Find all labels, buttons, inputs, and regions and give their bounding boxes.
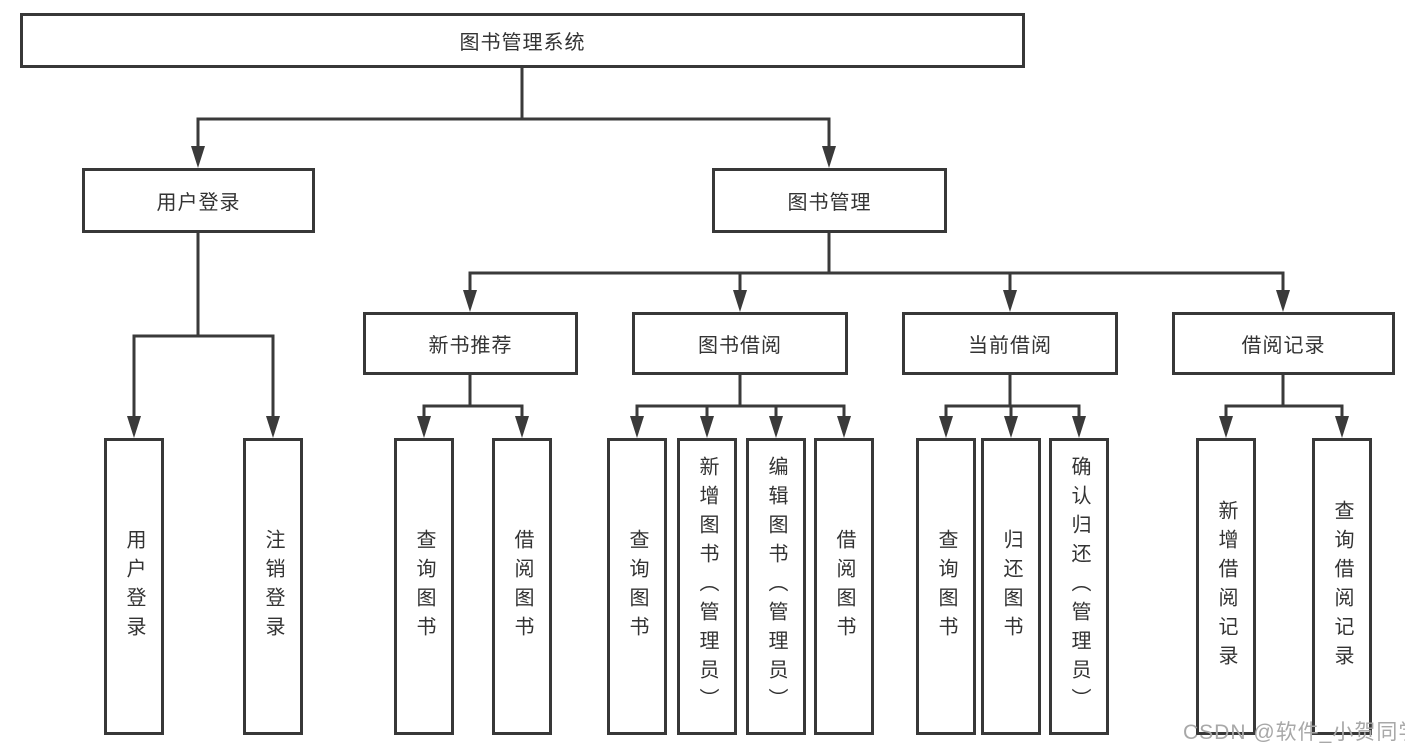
leaf-label: 用户登录: [123, 528, 145, 645]
leaf-label: 查询图书: [935, 528, 957, 645]
leaf-label: 借阅图书: [833, 528, 855, 645]
leaf-label: 查询图书: [413, 528, 435, 645]
leaf-query-books-current: 查询图书: [916, 438, 976, 735]
leaf-add-books-admin: 新增图书（管理员）: [677, 438, 737, 735]
node-root: 图书管理系统: [20, 13, 1025, 68]
node-book-borrow-label: 图书借阅: [698, 335, 782, 357]
node-new-book-recommend-label: 新书推荐: [428, 335, 513, 357]
leaf-label: 查询借阅记录: [1331, 499, 1353, 674]
node-book-borrow: 图书借阅: [632, 312, 848, 375]
node-book-management-label: 图书管理: [787, 192, 872, 214]
node-new-book-recommend: 新书推荐: [363, 312, 578, 375]
node-current-borrow-label: 当前借阅: [968, 335, 1052, 357]
leaf-edit-books-admin: 编辑图书（管理员）: [746, 438, 806, 735]
node-root-label: 图书管理系统: [459, 32, 586, 54]
node-book-management: 图书管理: [712, 168, 947, 233]
leaf-logout: 注销登录: [243, 438, 303, 735]
leaf-query-books-borrow: 查询图书: [607, 438, 667, 735]
leaf-label: 新增借阅记录: [1215, 499, 1237, 674]
node-user-login: 用户登录: [82, 168, 315, 233]
node-current-borrow: 当前借阅: [902, 312, 1118, 375]
leaf-label: 编辑图书（管理员）: [765, 456, 787, 717]
leaf-add-borrow-record: 新增借阅记录: [1196, 438, 1256, 735]
leaf-label: 归还图书: [1000, 528, 1022, 645]
node-borrow-records: 借阅记录: [1172, 312, 1395, 375]
leaf-user-login: 用户登录: [104, 438, 164, 735]
leaf-label: 新增图书（管理员）: [696, 456, 718, 717]
leaf-return-books: 归还图书: [981, 438, 1041, 735]
leaf-confirm-return-admin: 确认归还（管理员）: [1049, 438, 1109, 735]
node-user-login-label: 用户登录: [156, 192, 241, 214]
leaf-label: 确认归还（管理员）: [1068, 456, 1090, 717]
leaf-query-borrow-record: 查询借阅记录: [1312, 438, 1372, 735]
node-borrow-records-label: 借阅记录: [1241, 335, 1326, 357]
leaf-label: 借阅图书: [511, 528, 533, 645]
csdn-watermark: CSDN @软件_小贺同学: [1183, 721, 1405, 744]
leaf-label: 查询图书: [626, 528, 648, 645]
leaf-borrow-books-recommend: 借阅图书: [492, 438, 552, 735]
leaf-query-books-recommend: 查询图书: [394, 438, 454, 735]
leaf-label: 注销登录: [262, 528, 284, 645]
leaf-borrow-books: 借阅图书: [814, 438, 874, 735]
